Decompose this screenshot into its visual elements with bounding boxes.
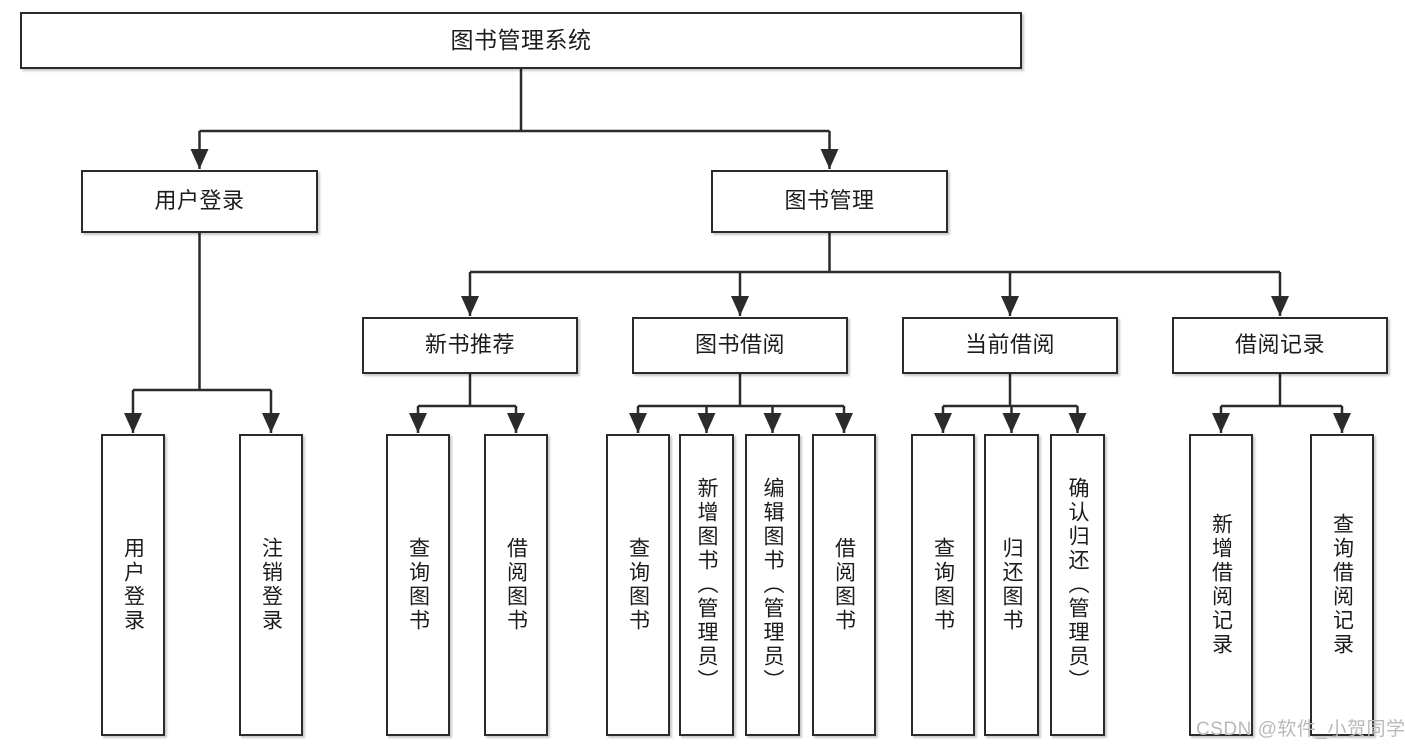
edge-arrowhead [1271, 296, 1289, 316]
node-records[interactable]: 借阅记录 [1172, 317, 1388, 374]
node-label: 图书管理系统 [450, 26, 592, 53]
node-current[interactable]: 当前借阅 [902, 317, 1118, 374]
node-l_addrec[interactable]: 新增借阅记录 [1189, 434, 1253, 736]
edge-arrowhead [1002, 413, 1021, 433]
node-label: 查询图书 [931, 537, 955, 633]
edge-arrowhead [697, 413, 716, 433]
node-l_confirm[interactable]: 确认归还（管理员） [1050, 434, 1105, 736]
edge-arrowhead [1001, 296, 1019, 316]
edge-arrowhead [1333, 413, 1351, 433]
node-root[interactable]: 图书管理系统 [20, 12, 1022, 69]
node-l_q2[interactable]: 查询图书 [606, 434, 670, 736]
edge-arrowhead [629, 413, 647, 433]
node-label: 查询图书 [406, 537, 430, 633]
node-label: 归还图书 [1000, 537, 1023, 633]
node-label: 新增图书（管理员） [695, 477, 718, 693]
edge-arrowhead [835, 413, 853, 433]
edge-arrowhead [190, 149, 209, 169]
node-newbook[interactable]: 新书推荐 [362, 317, 578, 374]
node-l_b1[interactable]: 借阅图书 [484, 434, 548, 736]
node-label: 图书管理 [784, 188, 875, 214]
node-l_q3[interactable]: 查询图书 [911, 434, 975, 736]
node-label: 借阅记录 [1234, 332, 1325, 358]
node-label: 新书推荐 [424, 332, 515, 358]
node-label: 查询借阅记录 [1330, 513, 1354, 657]
watermark: CSDN @软件_小贺同学 [1196, 719, 1405, 740]
edge-arrowhead [763, 413, 782, 433]
node-l_b2[interactable]: 借阅图书 [812, 434, 876, 736]
node-label: 图书借阅 [694, 332, 785, 358]
node-l_logout[interactable]: 注销登录 [239, 434, 303, 736]
edge-arrowhead [820, 149, 839, 169]
edge-arrowhead [934, 413, 952, 433]
node-label: 注销登录 [259, 537, 283, 633]
edge-arrowhead [507, 413, 525, 433]
node-label: 借阅图书 [832, 537, 856, 633]
node-l_login[interactable]: 用户登录 [101, 434, 165, 736]
node-label: 当前借阅 [964, 332, 1055, 358]
node-label: 新增借阅记录 [1209, 513, 1233, 657]
node-label: 编辑图书（管理员） [761, 477, 784, 693]
edge-arrowhead [461, 296, 479, 316]
edge-arrowhead [262, 413, 280, 433]
node-l_add[interactable]: 新增图书（管理员） [679, 434, 734, 736]
node-l_q1[interactable]: 查询图书 [386, 434, 450, 736]
node-bookmgmt[interactable]: 图书管理 [711, 170, 948, 233]
edge-arrowhead [1068, 413, 1087, 433]
node-label: 用户登录 [154, 188, 245, 214]
edge-arrowhead [124, 413, 142, 433]
node-l_qrec[interactable]: 查询借阅记录 [1310, 434, 1374, 736]
edge-arrowhead [1212, 413, 1230, 433]
node-login[interactable]: 用户登录 [81, 170, 318, 233]
edge-arrowhead [731, 296, 749, 316]
node-label: 用户登录 [121, 537, 145, 633]
node-borrow[interactable]: 图书借阅 [632, 317, 848, 374]
edge-arrowhead [409, 413, 427, 433]
node-l_edit[interactable]: 编辑图书（管理员） [745, 434, 800, 736]
node-label: 借阅图书 [504, 537, 528, 633]
node-label: 确认归还（管理员） [1066, 477, 1089, 693]
node-label: 查询图书 [626, 537, 650, 633]
node-l_return[interactable]: 归还图书 [984, 434, 1039, 736]
